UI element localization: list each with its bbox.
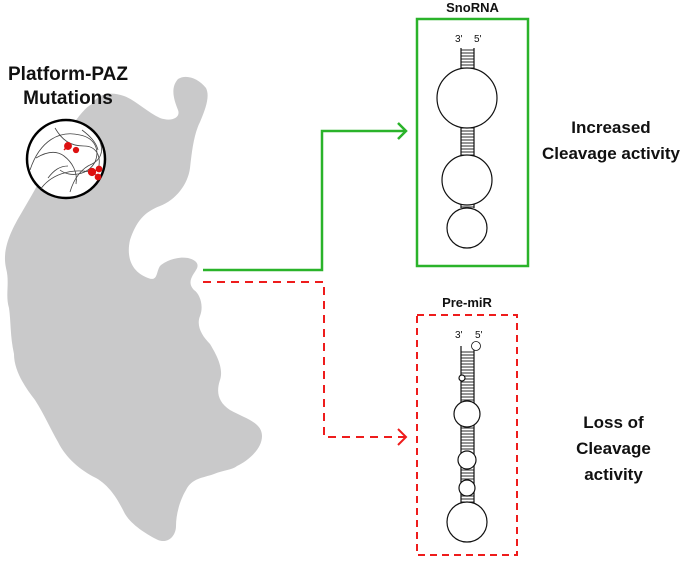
premir-outcome-line-2: Cleavage activity bbox=[576, 439, 651, 484]
premir-hairpin bbox=[446, 341, 488, 543]
premir-heading: Pre-miR bbox=[442, 295, 492, 310]
snorna-outcome-line-1: Increased bbox=[571, 118, 651, 137]
snorna-5prime-label: 5' bbox=[474, 34, 482, 45]
red-dashed-arrow bbox=[203, 281, 408, 446]
premir-outcome: Loss of Cleavage activity bbox=[545, 410, 682, 488]
premir-3prime-label: 3' bbox=[455, 330, 463, 341]
mutation-sites bbox=[63, 142, 103, 181]
premir-5prime-label: 5' bbox=[475, 330, 483, 341]
premir-side-bulge bbox=[458, 374, 466, 382]
snorna-3prime-label: 3' bbox=[455, 34, 463, 45]
mutation-site-2 bbox=[72, 146, 80, 154]
mutation-label: Platform-PAZ Mutations bbox=[0, 63, 136, 111]
mutation-label-line-2: Mutations bbox=[23, 88, 113, 109]
mutation-label-line-1: Platform-PAZ bbox=[8, 64, 128, 85]
premir-outcome-line-1: Loss of bbox=[583, 413, 644, 432]
snorna-outcome-line-2: Cleavage activity bbox=[542, 144, 680, 163]
premir-phosphate-marker bbox=[471, 341, 481, 351]
snorna-outcome: Increased Cleavage activity bbox=[540, 115, 682, 167]
mutation-zoom-circle bbox=[25, 118, 107, 200]
mutation-site-5 bbox=[94, 173, 102, 181]
snorna-hairpin bbox=[436, 48, 498, 249]
premir-bulge-1 bbox=[453, 400, 481, 428]
green-arrow bbox=[203, 122, 408, 272]
premir-bulge-3 bbox=[458, 479, 476, 497]
premir-bulge-2 bbox=[457, 450, 477, 470]
snorna-loop-2 bbox=[441, 154, 493, 206]
premir-terminal-loop bbox=[446, 501, 488, 543]
snorna-terminal-loop bbox=[446, 207, 488, 249]
snorna-stem-rails bbox=[460, 48, 475, 208]
snorna-loop-1 bbox=[436, 67, 498, 129]
snorna-heading: SnoRNA bbox=[446, 0, 499, 15]
